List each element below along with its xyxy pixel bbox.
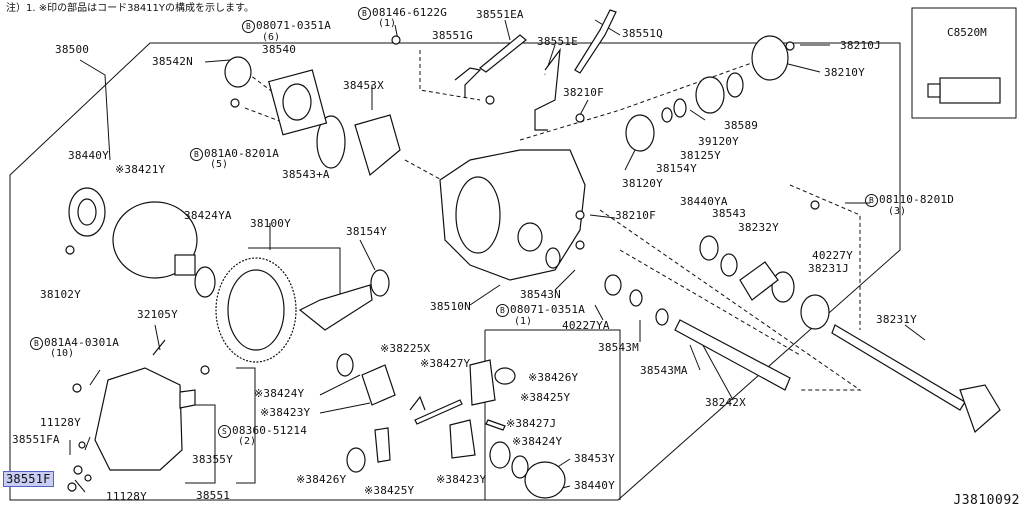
part-38120Y[interactable]: 38120Y [622, 177, 663, 190]
part-38425Y-r[interactable]: ※38425Y [520, 391, 571, 404]
drive-pinion [298, 284, 373, 331]
part-38210F-mid[interactable]: 38210F [615, 209, 656, 222]
part-38210J[interactable]: 38210J [840, 39, 881, 52]
part-38427Y[interactable]: ※38427Y [420, 357, 471, 370]
part-38540[interactable]: 38540 [262, 43, 297, 56]
bolt-08360-label: 08360-51214 [232, 424, 308, 437]
part-38543MA[interactable]: 38543MA [640, 364, 688, 377]
part-38100Y[interactable]: 38100Y [250, 217, 291, 230]
bolt-08071-1-label: 08071-0351A [510, 303, 586, 316]
part-11128Y-top[interactable]: 11128Y [40, 416, 81, 429]
bearing-bottom [524, 461, 566, 499]
part-38425Y-b[interactable]: ※38425Y [364, 484, 415, 497]
part-38543N[interactable]: 38543N [520, 288, 561, 301]
part-38242X[interactable]: 38242X [705, 396, 746, 409]
part-38440Y-top[interactable]: 38440Y [68, 149, 109, 162]
part-38551F-highlighted[interactable]: 38551F [3, 471, 54, 487]
b-circle-icon: B [190, 148, 203, 161]
bolt-081A0-label: 081A0-8201A [204, 147, 280, 160]
b-circle-icon: B [30, 337, 43, 350]
part-38426Y-r[interactable]: ※38426Y [528, 371, 579, 384]
b-circle-icon: B [242, 20, 255, 33]
b-circle-icon: B [358, 7, 371, 20]
part-38427J[interactable]: ※38427J [506, 417, 557, 430]
bolt-08071-6-label: 08071-0351A [256, 19, 332, 32]
part-38231J[interactable]: 38231J [808, 262, 849, 275]
part-38231Y[interactable]: 38231Y [876, 313, 917, 326]
qty-10: (10) [50, 348, 75, 359]
part-38551EA[interactable]: 38551EA [476, 8, 524, 21]
part-38551G[interactable]: 38551G [432, 29, 473, 42]
part-38102Y[interactable]: 38102Y [40, 288, 81, 301]
part-38543M[interactable]: 38543M [598, 341, 639, 354]
cover-box [236, 367, 256, 484]
part-38423Y-l[interactable]: ※38423Y [260, 406, 311, 419]
assembly-outline [9, 42, 901, 501]
part-38210F-top[interactable]: 38210F [563, 86, 604, 99]
part-38210Y[interactable]: 38210Y [824, 66, 865, 79]
part-38440YA[interactable]: 38440YA [680, 195, 728, 208]
axle-shaft-short [674, 319, 791, 391]
part-38154Y-r[interactable]: 38154Y [656, 162, 697, 175]
part-38421Y[interactable]: ※38421Y [115, 163, 166, 176]
part-38500[interactable]: 38500 [55, 43, 90, 56]
cover-box-2 [185, 404, 216, 484]
part-39120Y[interactable]: 39120Y [698, 135, 739, 148]
bolt-081A4-label: 081A4-0301A [44, 336, 120, 349]
part-38551[interactable]: 38551 [196, 489, 231, 502]
part-40227YA[interactable]: 40227YA [562, 319, 610, 332]
qty-2: (2) [238, 436, 257, 447]
part-38453X[interactable]: 38453X [343, 79, 384, 92]
qty-6: (6) [262, 32, 281, 43]
part-38510N[interactable]: 38510N [430, 300, 471, 313]
inset-label[interactable]: C8520M [947, 26, 987, 39]
bolt-08110-label: 08110-8201D [879, 193, 955, 206]
part-38542N[interactable]: 38542N [152, 55, 193, 68]
part-38355Y[interactable]: 38355Y [192, 453, 233, 466]
b-circle-icon: B [865, 194, 878, 207]
inset-box [911, 7, 1017, 119]
c8520m-tube [939, 77, 1001, 104]
diagram-code: J3810092 [953, 493, 1020, 508]
part-38543[interactable]: 38543 [712, 207, 747, 220]
qty-3: (3) [888, 206, 907, 217]
part-38543A[interactable]: 38543+A [282, 168, 330, 181]
part-38551Q[interactable]: 38551Q [622, 27, 663, 40]
part-38424YA[interactable]: 38424YA [184, 209, 232, 222]
part-38424Y-l[interactable]: ※38424Y [254, 387, 305, 400]
b-circle-icon: B [496, 304, 509, 317]
part-40227Y[interactable]: 40227Y [812, 249, 853, 262]
part-38453Y[interactable]: 38453Y [574, 452, 615, 465]
part-38589[interactable]: 38589 [724, 119, 759, 132]
part-38424Y-r[interactable]: ※38424Y [512, 435, 563, 448]
part-32105Y[interactable]: 32105Y [137, 308, 178, 321]
qty-1a: (1) [378, 18, 397, 29]
part-38423Y-b[interactable]: ※38423Y [436, 473, 487, 486]
part-38551E[interactable]: 38551E [537, 35, 578, 48]
qty-5: (5) [210, 159, 229, 170]
part-38440Y-bottom[interactable]: 38440Y [574, 479, 615, 492]
qty-1b: (1) [514, 316, 533, 327]
part-38551FA[interactable]: 38551FA [12, 433, 60, 446]
s-circle-icon: S [218, 425, 231, 438]
part-38232Y[interactable]: 38232Y [738, 221, 779, 234]
subassembly-box [484, 329, 621, 500]
part-11128Y-bottom[interactable]: 11128Y [106, 490, 147, 503]
parts-note: 注）1. ※印の部品はコード38411Yの構成を示します。 [6, 3, 255, 14]
bolt-08146-label: 08146-6122G [372, 6, 448, 19]
part-38225X[interactable]: ※38225X [380, 342, 431, 355]
axle-shaft-long [831, 324, 966, 411]
part-38125Y[interactable]: 38125Y [680, 149, 721, 162]
rear-cover [94, 367, 183, 471]
part-38426Y-b[interactable]: ※38426Y [296, 473, 347, 486]
part-38154Y[interactable]: 38154Y [346, 225, 387, 238]
